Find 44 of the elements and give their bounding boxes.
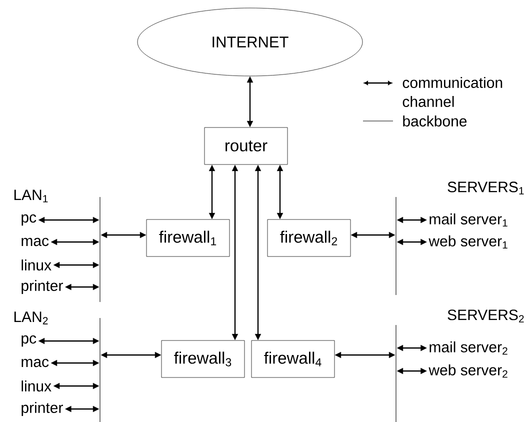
group-label: SERVERS$_{2}$ [448, 310, 524, 322]
arrow [396, 238, 427, 246]
group-label: SERVERS$_{1}$ [448, 182, 524, 194]
arrow [396, 344, 427, 352]
device-label: pc [22, 214, 36, 226]
arrow [50, 360, 100, 366]
arrow [232, 164, 238, 340]
arrow [50, 238, 100, 246]
firewall-box: firewall$_{2}$ [267, 219, 351, 257]
server-label: mail server$_{2}$ [430, 341, 508, 355]
firewall-box: firewall$_{4}$ [251, 340, 335, 378]
device-label: mac [22, 238, 49, 246]
arrow [276, 164, 284, 220]
device-label: mac [22, 358, 49, 368]
device-label: linux [22, 380, 52, 392]
arrow [254, 164, 262, 340]
arrow [396, 216, 427, 224]
arrow [246, 76, 254, 128]
server-label: mail server$_{1}$ [430, 213, 508, 227]
group-label: LAN$_{1}$ [14, 190, 48, 202]
firewall-box: firewall$_{3}$ [161, 340, 245, 378]
arrow [38, 338, 100, 344]
router-box: router [204, 127, 288, 165]
group-label: LAN$_{2}$ [14, 312, 48, 324]
arrow [65, 284, 100, 290]
device-label: linux [22, 259, 52, 270]
legend-label: backbone [403, 116, 467, 126]
arrow [100, 352, 162, 358]
arrow [53, 382, 100, 390]
device-label: printer [22, 402, 63, 416]
firewall-box: firewall$_{1}$ [146, 219, 230, 257]
network-cloud: INTERNET [137, 8, 363, 76]
arrow [100, 232, 146, 238]
server-label: web server$_{1}$ [428, 235, 508, 249]
device-label: printer [22, 280, 63, 294]
arrow [65, 406, 100, 412]
arrow [38, 216, 100, 224]
arrow [334, 352, 396, 358]
arrow [53, 262, 100, 268]
arrow [350, 232, 396, 238]
arrow [208, 164, 216, 220]
arrow [396, 368, 427, 374]
device-label: pc [22, 335, 36, 347]
server-label: web server$_{2}$ [428, 364, 508, 378]
